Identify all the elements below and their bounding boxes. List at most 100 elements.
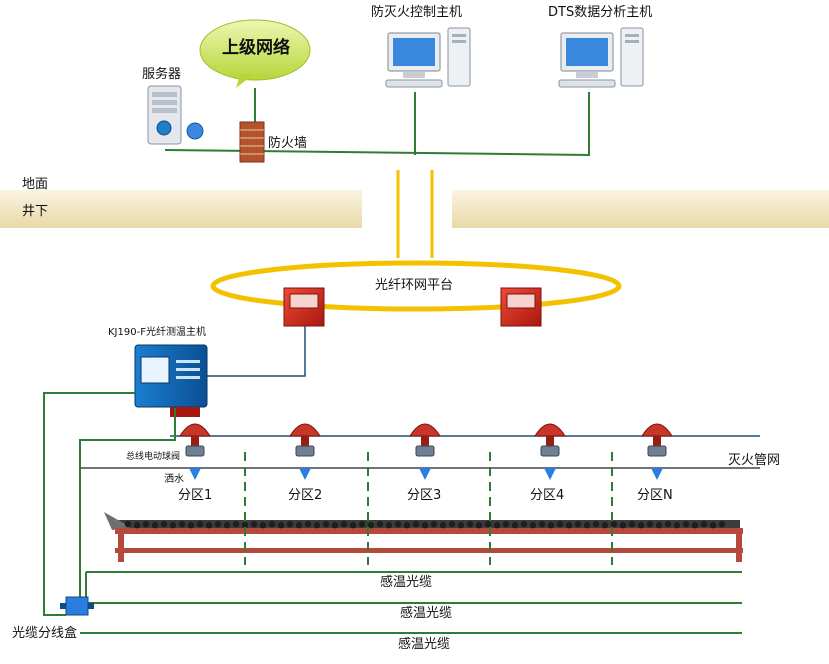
ground-label: 地面: [22, 177, 49, 192]
valve-stem: [546, 436, 554, 446]
belt-roller: [160, 521, 168, 528]
zone-label: 分区2: [288, 488, 323, 503]
firewall-icon: [239, 121, 265, 163]
belt-rollers: [124, 521, 726, 529]
belt-roller: [295, 522, 303, 529]
valve-stem: [301, 436, 309, 446]
belt-roller: [250, 521, 258, 528]
belt-roller: [628, 521, 636, 528]
belt-roller: [538, 521, 546, 528]
server-label: 服务器: [142, 67, 182, 82]
network-lines: [164, 88, 591, 156]
belt-roller: [232, 521, 240, 528]
ring-switch-left: [283, 287, 325, 327]
belt-roller: [277, 522, 285, 529]
pipe-label: 灭火管网: [728, 453, 781, 468]
belt-roller: [709, 522, 717, 529]
dts-host-icon: [558, 27, 644, 88]
dts-host-label: DTS数据分析主机: [548, 5, 653, 20]
fire-control-host-icon: [385, 27, 471, 88]
belt-roller: [466, 521, 474, 528]
belt-roller: [682, 521, 690, 528]
belt-roller: [358, 521, 366, 528]
underground-label: 井下: [22, 204, 49, 219]
belt-roller: [493, 522, 501, 529]
sprinkler-icon: [299, 468, 311, 480]
cable-label: 感温光缆: [380, 575, 433, 590]
ball-valve-icon: [540, 445, 560, 457]
belt-roller: [511, 522, 519, 529]
belt-roller: [601, 522, 609, 529]
kj190-host-icon: [134, 344, 208, 417]
soil-band-right: [452, 190, 829, 228]
splitter-label: 光缆分线盒: [12, 626, 78, 641]
valve-actuator-icon: [534, 423, 566, 437]
belt-roller: [556, 521, 564, 528]
belt-roller: [583, 522, 591, 529]
sprinkler-icon: [544, 468, 556, 480]
belt-roller: [412, 521, 420, 528]
belt-roller: [637, 522, 645, 529]
sprinkler-icon: [189, 468, 201, 480]
fiber-drop: [396, 170, 434, 258]
belt-roller: [529, 522, 537, 529]
belt-roller: [592, 521, 600, 528]
belt-roller: [619, 522, 627, 529]
valve-group: [179, 423, 673, 480]
belt-roller: [259, 522, 267, 529]
belt-roller: [403, 522, 411, 529]
valve-stem: [421, 436, 429, 446]
upper-network-cloud: [199, 19, 311, 88]
zone-dividers: [244, 452, 613, 565]
belt-roller: [646, 521, 654, 528]
belt-roller: [691, 522, 699, 529]
ball-valve-icon: [647, 445, 667, 457]
kj-host-label: KJ190-F光纤测温主机: [108, 327, 206, 338]
belt-roller: [241, 522, 249, 529]
belt-roller: [169, 522, 177, 529]
fire-control-host-label: 防灭火控制主机: [371, 5, 463, 20]
ring-label: 光纤环网平台: [375, 278, 454, 293]
belt-roller: [376, 521, 384, 528]
zone-label: 分区4: [530, 488, 565, 503]
fiber-ring: [210, 260, 622, 312]
belt-roller: [448, 521, 456, 528]
soil-band-left: [0, 190, 362, 228]
belt-roller: [610, 521, 618, 528]
server-icon: [147, 85, 204, 145]
sprinkler-icon: [419, 468, 431, 480]
valve-stem: [191, 436, 199, 446]
cable-label: 感温光缆: [400, 606, 453, 621]
valve-label: 总线电动球阀: [126, 452, 181, 462]
belt-roller: [331, 522, 339, 529]
ball-valve-icon: [185, 445, 205, 457]
belt-roller: [718, 521, 726, 528]
belt-roller: [187, 522, 195, 529]
green-routes: [43, 392, 742, 634]
belt-roller: [196, 521, 204, 528]
splitter-box-icon: [60, 596, 94, 616]
belt-roller: [304, 521, 312, 528]
belt-roller: [565, 522, 573, 529]
valve-stem: [653, 436, 661, 446]
belt-roller: [421, 522, 429, 529]
belt-roller: [151, 522, 159, 529]
belt-roller: [673, 522, 681, 529]
belt-roller: [142, 521, 150, 528]
sprinkler-icon: [651, 468, 663, 480]
belt-roller: [475, 522, 483, 529]
zone-label: 分区1: [178, 488, 213, 503]
belt-roller: [349, 522, 357, 529]
belt-roller: [268, 521, 276, 528]
spray-label: 洒水: [164, 474, 184, 485]
belt-roller: [394, 521, 402, 528]
belt-roller: [574, 521, 582, 528]
belt-roller: [430, 521, 438, 528]
belt-roller: [214, 521, 222, 528]
belt-roller: [367, 522, 375, 529]
zone-label: 分区N: [637, 488, 673, 503]
valve-actuator-icon: [641, 423, 673, 437]
belt-roller: [223, 522, 231, 529]
ball-valve-icon: [415, 445, 435, 457]
